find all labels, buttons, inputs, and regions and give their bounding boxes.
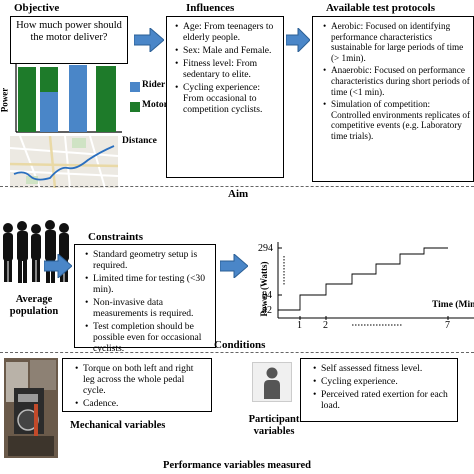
influence-item: Age: From teenagers to elderly people. [175, 21, 279, 43]
step-y-tick-84: 84 [262, 290, 272, 301]
step-power-line [278, 247, 448, 311]
chart-bar-motor-1 [18, 67, 36, 132]
participant-label: Participant variables [234, 414, 314, 438]
step-protocol-chart [277, 242, 474, 326]
route-line [13, 145, 115, 181]
constraint-item: Standard geometry setup is required. [85, 249, 211, 271]
step-x-tick-1: 1 [297, 320, 302, 331]
objective-title: Objective [14, 2, 60, 14]
constraint-item: Non-invasive data measurements is requir… [85, 297, 211, 319]
influence-item: Sex: Male and Female. [175, 45, 279, 56]
separator-aim [0, 186, 474, 187]
population-label-line2: population [9, 306, 59, 317]
arrow-objective-to-influences [134, 28, 164, 52]
constraint-item: Limited time for testing (<30 min). [85, 273, 211, 295]
population-label-line1: Average [15, 294, 53, 305]
protocols-title: Available test protocols [326, 2, 435, 14]
influences-title: Influences [186, 2, 235, 14]
influences-box: Age: From teenagers to elderly people. S… [166, 16, 284, 178]
conditions-label: Conditions [214, 339, 266, 351]
separator-conditions [0, 352, 474, 353]
mechanical-item: Cadence. [75, 398, 207, 409]
participant-item: Cycling experience. [313, 376, 453, 387]
objective-y-label: Power [0, 87, 10, 113]
step-y-tick-42: 42 [262, 305, 272, 316]
protocol-item: Simulation of competition: Controlled en… [323, 99, 471, 141]
protocol-item: Aerobic: Focused on identifying performa… [323, 21, 471, 63]
step-x-tick-7: 7 [445, 320, 450, 331]
legend-motor-label: Motor [142, 100, 168, 110]
protocols-box: Aerobic: Focused on identifying performa… [312, 16, 474, 182]
footer-label: Performance variables measured [163, 460, 311, 471]
aim-label: Aim [228, 188, 249, 200]
ergometer-photo [4, 358, 58, 458]
step-chart-y-label: Power (Watts) [259, 261, 269, 317]
participant-icon-box [252, 362, 292, 402]
legend-rider-label: Rider [142, 80, 166, 90]
constraint-item: Test completion should be possible even … [85, 321, 211, 354]
participant-item: Self assessed fitness level. [313, 363, 453, 374]
objective-bar-chart [15, 64, 140, 133]
mechanical-item: Torque on both left and right leg across… [75, 363, 207, 396]
step-chart-x-label: Time (Min) [432, 300, 474, 310]
participant-label-line2: variables [253, 426, 295, 437]
participant-item: Perceived rated exertion for each load. [313, 389, 453, 411]
participant-label-line1: Participant [248, 414, 300, 425]
chart-bar-motor-4 [96, 66, 116, 132]
constraints-title: Constraints [88, 231, 144, 243]
mechanical-box: Torque on both left and right leg across… [62, 358, 212, 412]
arrow-influences-to-protocols [286, 28, 310, 52]
chart-bar-motor-2 [40, 67, 58, 92]
objective-question-box: How much power should the motor deliver? [10, 16, 128, 64]
person-icon [264, 367, 280, 399]
legend-rider-swatch [130, 82, 140, 92]
constraints-box: Standard geometry setup is required. Lim… [74, 244, 216, 354]
objective-x-label: Distance [122, 136, 157, 146]
chart-bar-rider-2 [40, 92, 58, 132]
population-label: Average population [0, 294, 68, 318]
arrow-constraints-to-protocol-chart [220, 254, 248, 278]
step-y-tick-294: 294 [258, 243, 273, 254]
influence-item: Cycling experience: From occasional to c… [175, 82, 279, 115]
step-x-tick-2: 2 [323, 320, 328, 331]
mechanical-label: Mechanical variables [70, 420, 166, 431]
route-map [10, 136, 118, 188]
participant-box: Self assessed fitness level. Cycling exp… [300, 358, 458, 422]
objective-question: How much power should the motor deliver? [16, 20, 122, 43]
arrow-population-to-constraints [44, 254, 72, 278]
legend-motor-swatch [130, 102, 140, 112]
influence-item: Fitness level: From sedentary to elite. [175, 58, 279, 80]
chart-bar-rider-3 [69, 65, 87, 132]
population-silhouettes-icon [3, 220, 69, 283]
protocol-item: Anaerobic: Focused on performance charac… [323, 65, 471, 97]
